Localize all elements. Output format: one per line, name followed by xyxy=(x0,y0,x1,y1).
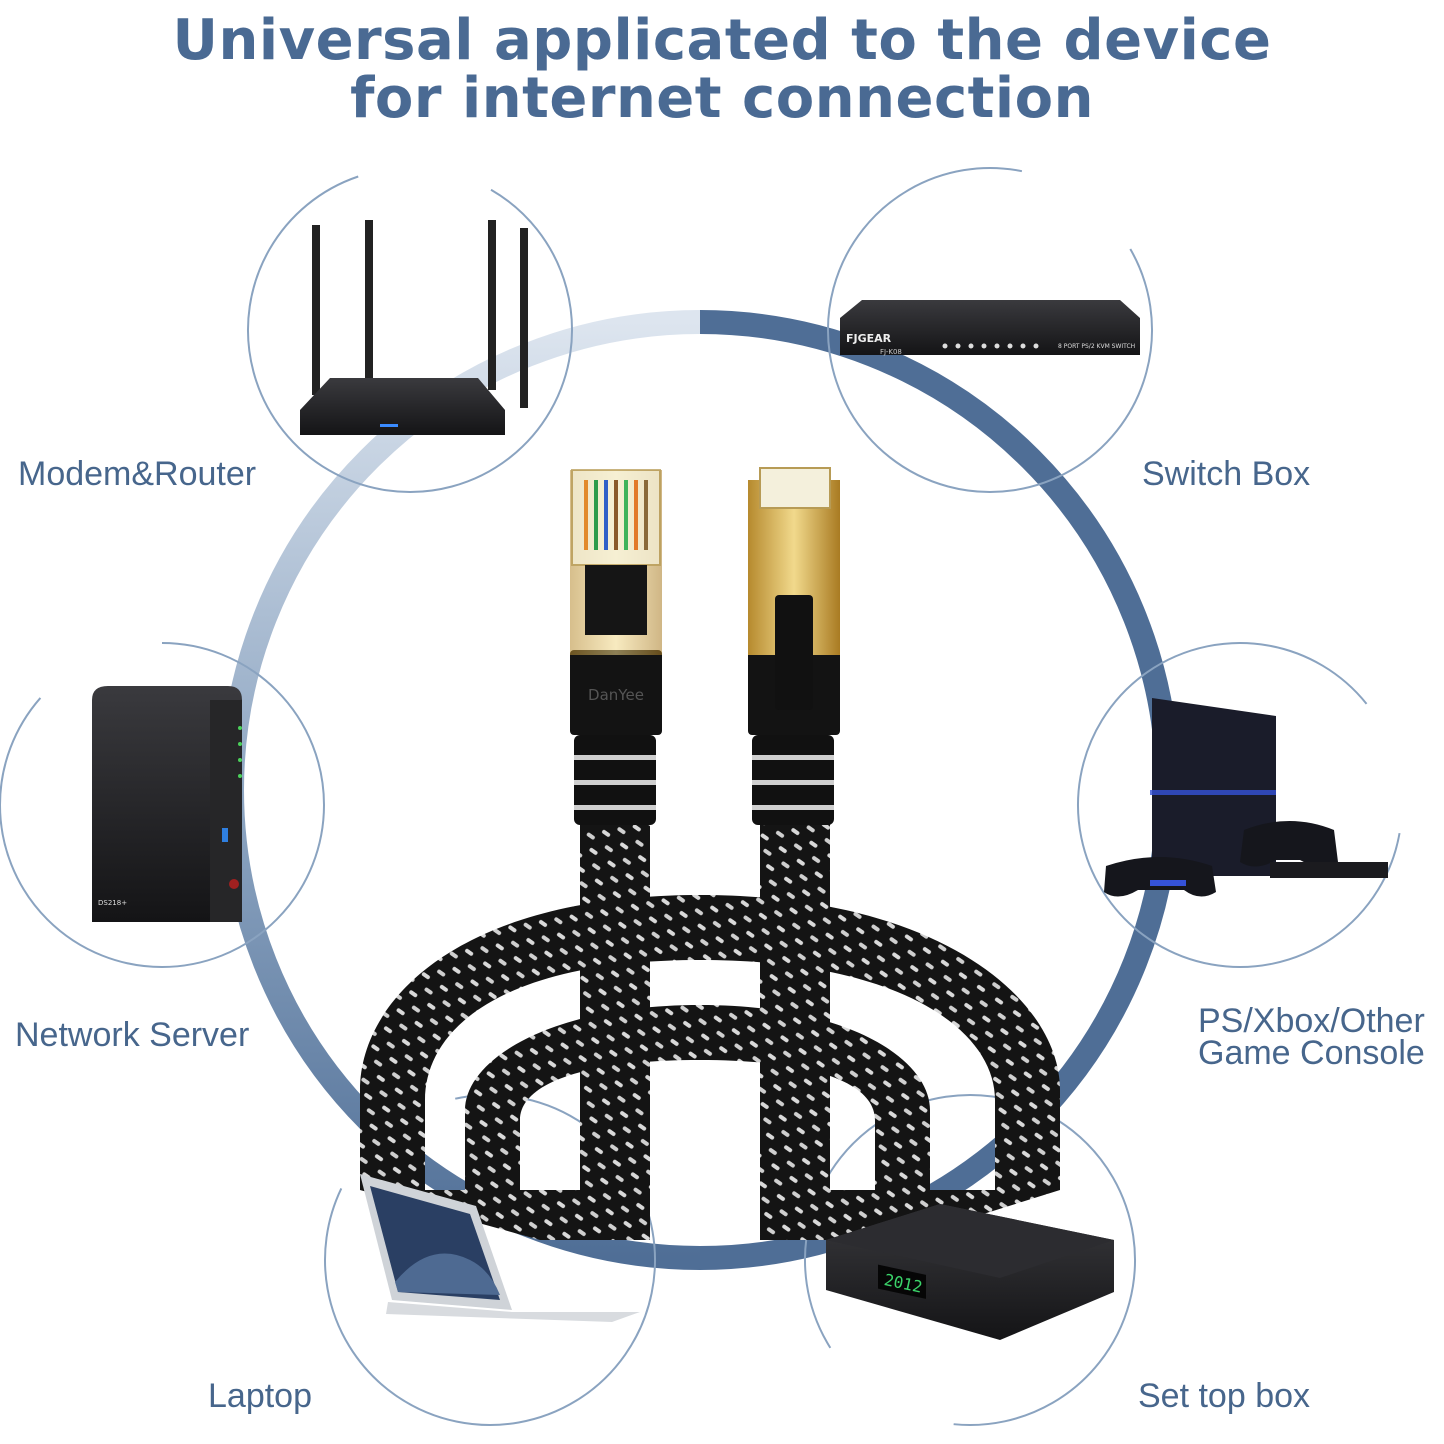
label-set-top-box: Set top box xyxy=(1138,1377,1311,1415)
cable-brand: DanYee xyxy=(588,686,644,704)
bubble-arcs xyxy=(0,166,1403,1426)
switch-model: FJ-K08 xyxy=(880,348,902,356)
label-game-console-line-2: Game Console xyxy=(1198,1034,1425,1072)
label-laptop: Laptop xyxy=(208,1377,312,1415)
server-model: DS218+ xyxy=(98,899,127,907)
kvm-switch-icon: FJGEAR FJ-K08 8 PORT PS/2 KVM SWITCH xyxy=(840,300,1140,356)
label-modem-router: Modem&Router xyxy=(18,455,257,493)
headline: Universal applicated to the device for i… xyxy=(0,12,1444,128)
switch-desc: 8 PORT PS/2 KVM SWITCH xyxy=(1058,343,1135,350)
label-game-console-line-1: PS/Xbox/Other xyxy=(1198,1002,1425,1040)
switch-brand: FJGEAR xyxy=(846,332,892,345)
headline-line-2: for internet connection xyxy=(350,66,1094,131)
label-game-console: PS/Xbox/Other Game Console xyxy=(1198,1002,1425,1072)
nas-server-icon: DS218+ xyxy=(92,686,242,922)
headline-line-1: Universal applicated to the device xyxy=(172,8,1272,73)
set-top-box-icon: 2012 xyxy=(826,1204,1114,1340)
game-console-icon xyxy=(1104,698,1388,897)
router-icon xyxy=(300,220,528,435)
laptop-icon xyxy=(360,1174,640,1322)
label-network-server: Network Server xyxy=(15,1016,250,1054)
label-switch-box: Switch Box xyxy=(1142,455,1311,493)
ethernet-cable-icon: DanYee xyxy=(360,467,1060,1240)
